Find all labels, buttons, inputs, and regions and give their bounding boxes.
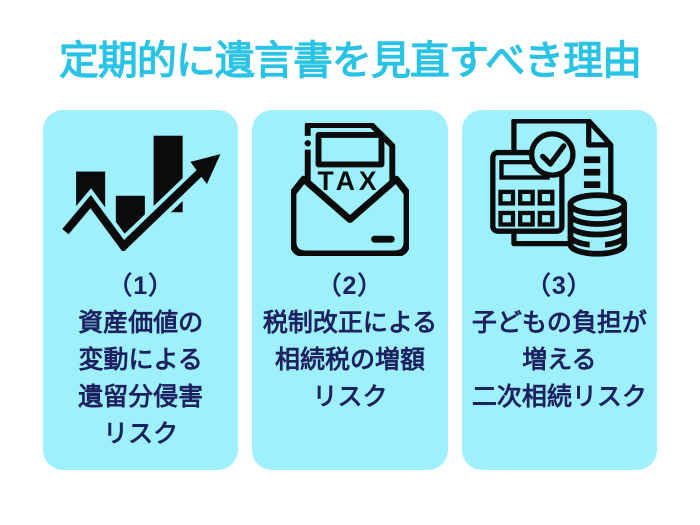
card-2-icon-area: TAX — [252, 110, 447, 268]
reason-card-3: （3） 子どもの負担が 増える 二次相続リスク — [461, 110, 657, 470]
reason-card-1: （1） 資産価値の 変動による 遺留分侵害 リスク — [43, 110, 239, 470]
card-text-line: 二次相続リスク — [471, 383, 647, 411]
card-1-text: （1） 資産価値の 変動による 遺留分侵害 リスク — [43, 268, 238, 453]
card-text-line: リスク — [312, 383, 388, 411]
card-text-line: 税制改正による — [262, 309, 438, 337]
card-number: （3） — [525, 272, 593, 300]
card-text-line: 子どもの負担が — [471, 309, 647, 337]
page-title: 定期的に遺言書を見直すべき理由 — [58, 39, 642, 83]
reason-card-2: TAX （2） 税制改正による 相続税の増額 リスク — [252, 110, 448, 470]
card-number: （1） — [107, 272, 175, 300]
card-1-icon-area — [43, 110, 238, 268]
card-number: （2） — [316, 272, 384, 300]
card-2-text: （2） 税制改正による 相続税の増額 リスク — [252, 268, 447, 416]
card-text-line: 遺留分侵害 — [78, 383, 204, 411]
reason-cards: （1） 資産価値の 変動による 遺留分侵害 リスク TAX — [43, 110, 657, 470]
card-text-line: 変動による — [78, 346, 203, 374]
card-text-line: 相続税の増額 — [274, 346, 425, 374]
tax-envelope-icon: TAX — [290, 122, 409, 256]
card-3-icon-area — [462, 110, 657, 268]
tax-label: TAX — [318, 165, 381, 195]
card-text-line: 資産価値の — [78, 309, 204, 337]
card-text-line: 増える — [522, 346, 597, 374]
rising-bar-chart-icon — [58, 135, 221, 251]
card-text-line: リスク — [103, 420, 179, 448]
calculator-document-coins-icon — [490, 119, 628, 257]
card-3-text: （3） 子どもの負担が 増える 二次相続リスク — [462, 268, 657, 416]
